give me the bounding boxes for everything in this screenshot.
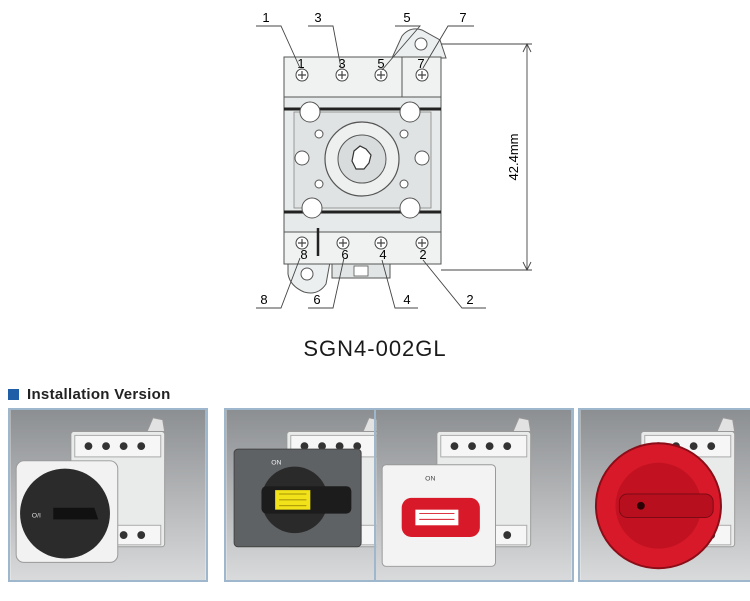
svg-text:O/I: O/I [32,512,41,519]
callout-leaders [256,25,486,309]
callout-top-3: 3 [314,10,321,25]
terminal-top-3: 3 [338,56,345,71]
model-label: SGN4-002GL [303,336,447,361]
terminal-bottom-8: 8 [300,247,307,262]
photo-red-handle-white-plate: ON [374,408,574,582]
callout-top-7: 7 [459,10,466,25]
terminal-bottom-2: 2 [419,247,426,262]
callout-bottom-4: 4 [403,292,410,307]
terminal-bottom-6: 6 [341,247,348,262]
callout-bottom-2: 2 [466,292,473,307]
svg-text:ON: ON [425,475,435,482]
bottom-terminal-block [283,231,442,265]
callout-top-5: 5 [403,10,410,25]
callout-bottom-8: 8 [260,292,267,307]
svg-text:ON: ON [271,460,281,467]
switch-diagram: 1 3 5 7 8 6 4 2 1 3 5 7 8 6 4 2 42.4mm [256,10,532,309]
section-header: Installation Version [8,386,171,403]
photo-red-handle-red-plate [578,408,750,582]
height-dimension [441,42,532,272]
terminal-bottom-4: 4 [379,247,386,262]
terminal-top-5: 5 [377,56,384,71]
switch-photo-graphic: ON [376,410,572,580]
top-terminal-block [283,56,442,98]
dimension-label: 42.4mm [506,134,521,181]
body-holes [294,101,430,219]
callout-bottom-6: 6 [313,292,320,307]
terminal-top-7: 7 [417,56,424,71]
terminal-screws [295,68,429,250]
section-title: Installation Version [27,386,171,403]
photo-black-handle-white-plate: O/I [8,408,208,582]
section-bullet-icon [8,389,19,400]
shaft-icon [351,145,372,170]
callout-top-1: 1 [262,10,269,25]
terminal-top-1: 1 [297,56,304,71]
switch-photo-graphic: O/I [10,410,206,580]
switch-photo-graphic [580,410,750,580]
